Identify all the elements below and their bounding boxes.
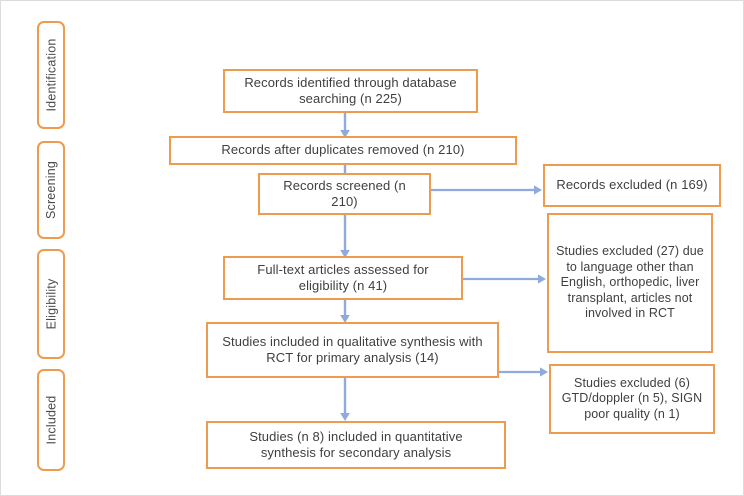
arrow-screened-to-fulltext <box>338 213 352 259</box>
box-studies-excluded-eligibility-text: Studies excluded (27) due to language ot… <box>556 244 704 321</box>
arrow-qualitative-to-quantitative <box>338 376 352 422</box>
stage-label-eligibility-text: Eligibility <box>44 278 59 330</box>
stage-label-identification-text: Identification <box>44 38 59 112</box>
stage-label-screening-text: Screening <box>44 160 58 220</box>
stage-label-included-text: Included <box>44 395 58 445</box>
arrow-qualitative-to-studies-excluded-6 <box>499 365 549 379</box>
box-studies-excluded-qualitative-text: Studies excluded (6) GTD/doppler (n 5), … <box>561 375 703 421</box>
box-studies-included-quantitative-text: Studies (n 8) included in quantitative s… <box>249 428 463 460</box>
box-studies-included-quantitative: Studies (n 8) included in quantitative s… <box>206 421 506 469</box>
box-records-excluded: Records excluded (n 169) <box>543 164 721 207</box>
box-records-excluded-text: Records excluded (n 169) <box>556 177 708 193</box>
arrow-identified-to-duplicates <box>338 111 352 139</box>
stage-label-identification: Identification <box>37 21 65 129</box>
box-records-after-duplicates: Records after duplicates removed (n 210) <box>169 136 517 165</box>
box-full-text-articles-assessed-text: Full-text articles assessed for eligibil… <box>257 261 429 293</box>
box-records-screened: Records screened (n 210) <box>258 173 431 215</box>
arrow-fulltext-to-qualitative <box>338 298 352 324</box>
arrow-screened-to-records-excluded <box>431 183 543 197</box>
box-studies-excluded-eligibility: Studies excluded (27) due to language ot… <box>547 213 713 353</box>
arrow-fulltext-to-studies-excluded-27 <box>463 272 547 286</box>
stage-label-screening: Screening <box>37 141 65 239</box>
box-records-screened-text: Records screened (n 210) <box>283 177 406 209</box>
stage-label-included: Included <box>37 369 65 471</box>
box-records-identified: Records identified through database sear… <box>223 69 478 113</box>
box-records-identified-text: Records identified through database sear… <box>244 74 457 106</box>
box-studies-excluded-qualitative: Studies excluded (6) GTD/doppler (n 5), … <box>549 364 715 434</box>
stage-label-eligibility: Eligibility <box>37 249 65 359</box>
box-records-after-duplicates-text: Records after duplicates removed (n 210) <box>221 142 465 158</box>
box-full-text-articles-assessed: Full-text articles assessed for eligibil… <box>223 256 463 300</box>
box-studies-included-qualitative: Studies included in qualitative synthesi… <box>206 322 499 378</box>
box-studies-included-qualitative-text: Studies included in qualitative synthesi… <box>222 333 483 365</box>
